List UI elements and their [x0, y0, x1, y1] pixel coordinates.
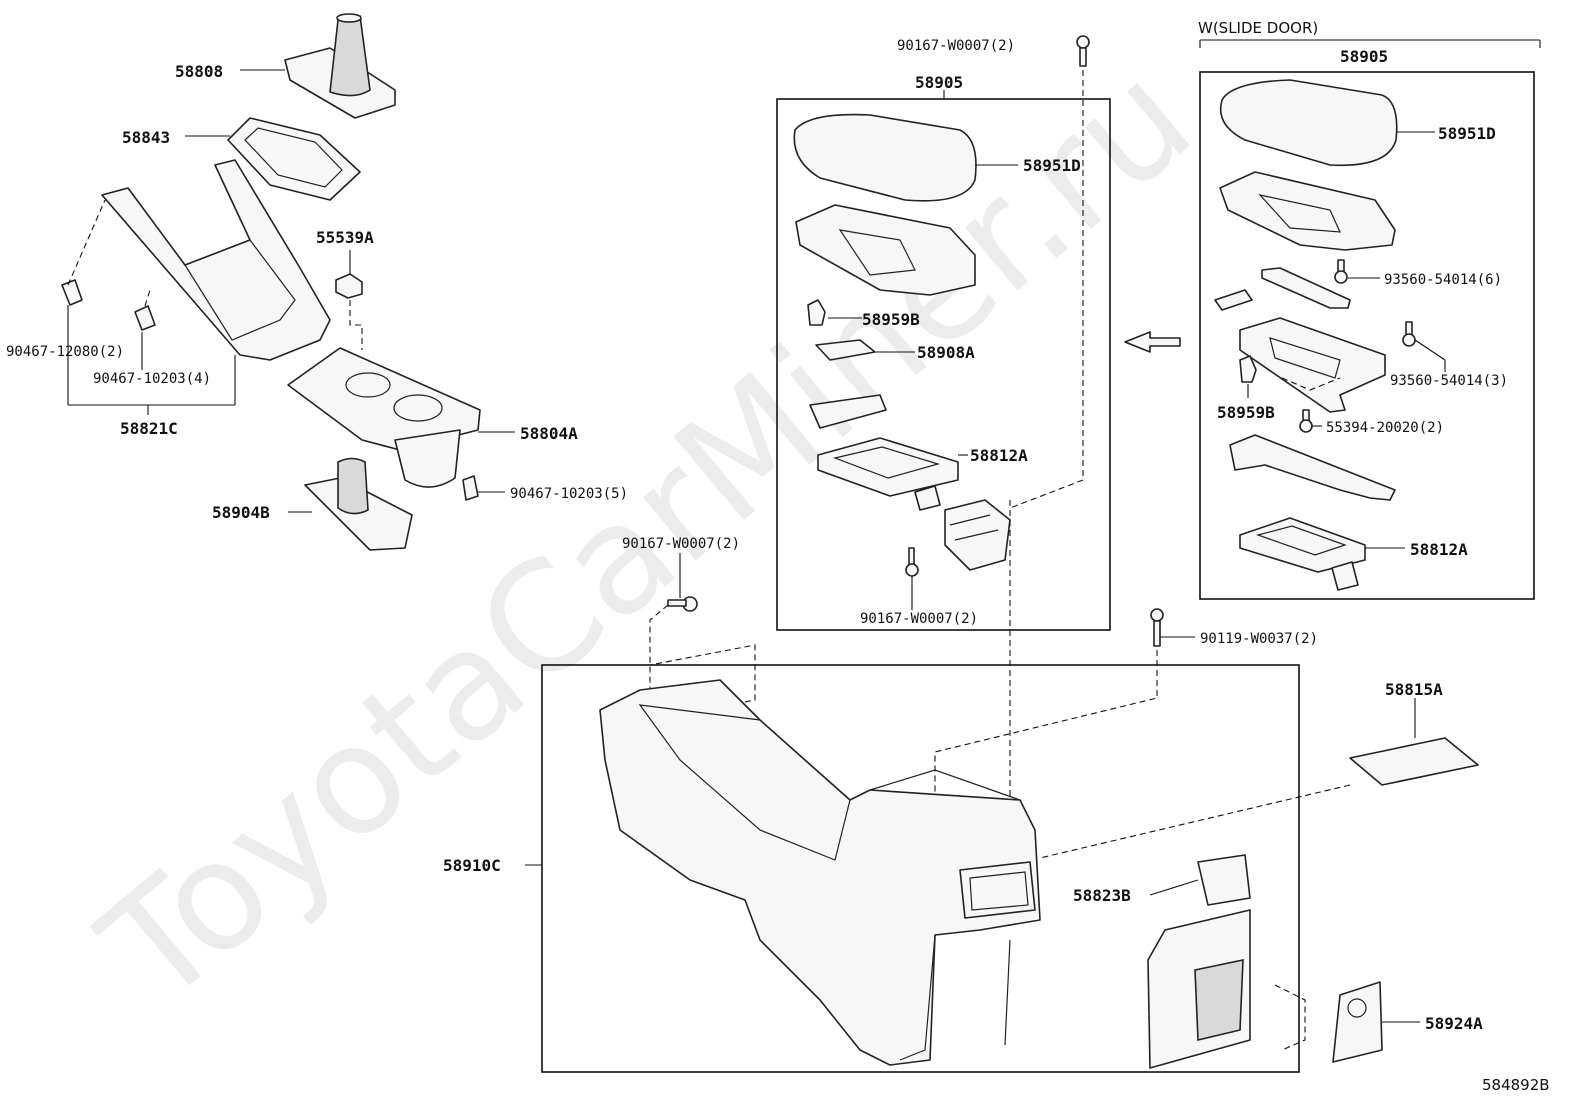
cup-holder-part — [287, 347, 481, 488]
label-90167-top: 90167-W0007(2) — [897, 38, 1015, 54]
screw-6-part — [1334, 259, 1348, 284]
label-58924A: 58924A — [1425, 1014, 1483, 1033]
shift-bezel-part — [227, 117, 361, 201]
socket-part — [1332, 981, 1383, 1063]
label-58808: 58808 — [175, 62, 223, 81]
clip-slide-part — [1239, 355, 1257, 383]
clip-b-part — [134, 305, 156, 331]
label-90167-mid: 90167-W0007(2) — [860, 611, 978, 627]
label-58951D-std: 58951D — [1023, 156, 1081, 175]
lid-std-part — [793, 113, 977, 202]
label-58905-std: 58905 — [915, 73, 963, 92]
clip-std-part — [807, 299, 826, 326]
label-58812A-std: 58812A — [970, 446, 1028, 465]
console-body-part — [599, 679, 1041, 1066]
label-58904B: 58904B — [212, 503, 270, 522]
shift-boot-part — [284, 13, 396, 119]
frame-slide-part — [1239, 317, 1386, 413]
screw-3-part — [1402, 321, 1416, 347]
label-93560-6: 93560-54014(6) — [1384, 272, 1502, 288]
label-90467-10203-4: 90467-10203(4) — [93, 371, 211, 387]
label-55539A: 55539A — [316, 228, 374, 247]
inner-tray-std-part — [817, 437, 959, 511]
clip-c-part — [462, 475, 479, 501]
nut-slide-part — [1299, 409, 1313, 433]
box-base-slide-part — [1219, 171, 1396, 251]
label-58821C: 58821C — [120, 419, 178, 438]
bracket-std-part — [809, 394, 887, 429]
label-58812A-slide: 58812A — [1410, 540, 1468, 559]
screw-left-part — [667, 596, 698, 612]
variant-label: W(SLIDE DOOR) — [1198, 19, 1318, 37]
plate-slide-part — [1214, 267, 1351, 311]
label-93560-3: 93560-54014(3) — [1390, 373, 1508, 389]
bolt-part — [1150, 608, 1164, 647]
label-58910C: 58910C — [443, 856, 501, 875]
diagram-code: 584892B — [1482, 1076, 1550, 1094]
spacer-part — [335, 273, 363, 299]
tray-part — [304, 457, 413, 551]
label-90167-left: 90167-W0007(2) — [622, 536, 740, 552]
label-90467-12080: 90467-12080(2) — [6, 344, 124, 360]
mat-part — [1349, 737, 1479, 786]
label-58908A: 58908A — [917, 343, 975, 362]
latch-std-part — [944, 499, 1011, 571]
clip-a-part — [61, 279, 83, 306]
label-58823B: 58823B — [1073, 886, 1131, 905]
screw-mid-part — [905, 547, 919, 577]
label-58959B-std: 58959B — [862, 310, 920, 329]
label-58843: 58843 — [122, 128, 170, 147]
side-panel-part — [1147, 854, 1251, 1069]
label-58815A: 58815A — [1385, 680, 1443, 699]
label-58804A: 58804A — [520, 424, 578, 443]
lid-slide-part — [1220, 79, 1398, 167]
lock-std-part — [815, 339, 876, 361]
label-58905-slide: 58905 — [1340, 47, 1388, 66]
label-58959B-slide: 58959B — [1217, 403, 1275, 422]
console-body-frame — [541, 664, 1300, 1073]
box-slide-frame — [1199, 71, 1535, 600]
box-base-std-part — [795, 204, 976, 296]
lower-frame-slide-part — [1229, 434, 1396, 501]
inner-tray-slide-part — [1239, 517, 1366, 591]
direction-arrow — [1124, 331, 1181, 353]
label-58951D-slide: 58951D — [1438, 124, 1496, 143]
label-90119: 90119-W0037(2) — [1200, 631, 1318, 647]
label-90467-10203-5: 90467-10203(5) — [510, 486, 628, 502]
label-55394: 55394-20020(2) — [1326, 420, 1444, 436]
upper-panel-part — [101, 159, 331, 361]
screw-top-part — [1076, 35, 1090, 67]
